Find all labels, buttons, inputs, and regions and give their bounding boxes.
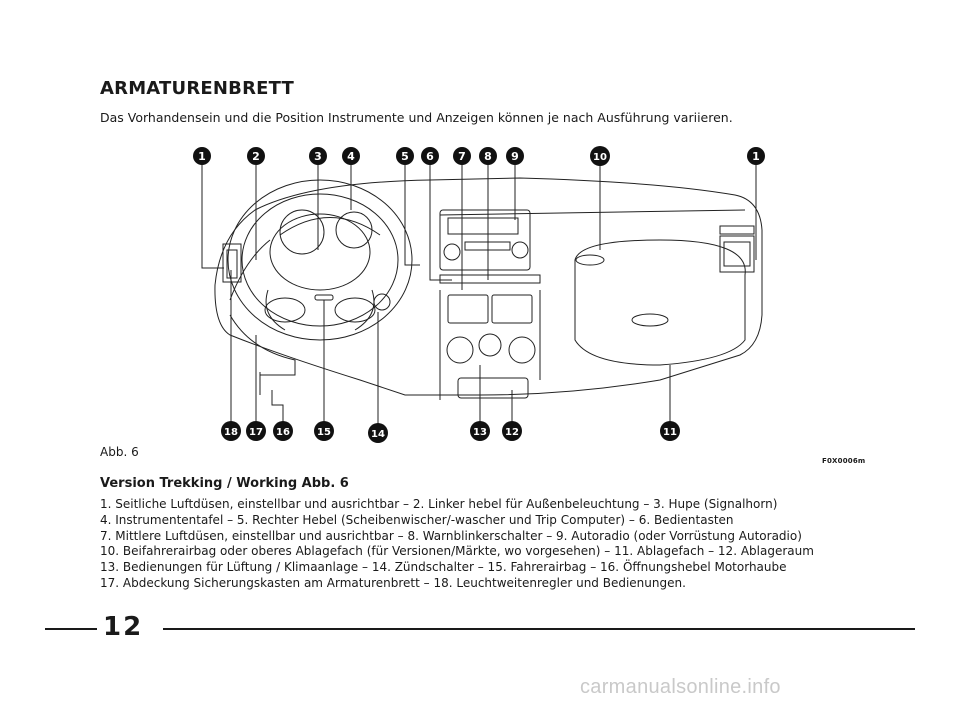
legend-line: 17. Abdeckung Sicherungskasten am Armatu… xyxy=(100,575,686,590)
callout-number: 7 xyxy=(458,150,466,163)
legend-line: 1. Seitliche Luftdüsen, einstellbar und … xyxy=(100,497,778,511)
callout-marker: 18 xyxy=(221,421,241,441)
callout-number: 4 xyxy=(347,150,355,163)
callout-number: 3 xyxy=(314,150,322,163)
callout-number: 5 xyxy=(401,150,409,163)
legend-list: 1. Seitliche Luftdüsen, einstellbar und … xyxy=(100,497,900,592)
callout-marker: 2 xyxy=(247,147,265,165)
callout-number: 1 xyxy=(198,150,206,163)
page-title: ARMATURENBRETT xyxy=(100,78,294,99)
legend-line: 10. Beifahrerairbag oder oberes Ablagefa… xyxy=(100,544,814,559)
callout-number: 8 xyxy=(484,150,492,163)
callout-number: 11 xyxy=(663,427,677,438)
callout-marker: 6 xyxy=(421,147,439,165)
callout-number: 13 xyxy=(473,427,487,438)
legend-line: 13. Bedienungen für Lüftung / Klimaanlag… xyxy=(100,560,787,575)
callout-number: 15 xyxy=(317,427,331,438)
callout-number: 17 xyxy=(249,427,263,438)
page-number: 12 xyxy=(103,612,144,642)
callout-marker: 11 xyxy=(660,421,680,441)
section-subtitle: Version Trekking / Working Abb. 6 xyxy=(100,476,349,491)
figure-caption: Abb. 6 xyxy=(100,445,139,459)
watermark: carmanualsonline.info xyxy=(580,676,781,698)
callout-number: 2 xyxy=(252,150,260,163)
callout-marker: 14 xyxy=(368,423,388,443)
callout-marker: 10 xyxy=(590,146,610,166)
callout-marker: 17 xyxy=(246,421,266,441)
callout-marker: 5 xyxy=(396,147,414,165)
callout-marker: 16 xyxy=(273,421,293,441)
callout-marker: 1 xyxy=(193,147,211,165)
dashboard-figure: 1 2 3 4 5 6 7 8 9 10 1 xyxy=(190,140,790,445)
footer-rule-right xyxy=(163,628,915,630)
dashboard-illustration: 1 2 3 4 5 6 7 8 9 10 1 xyxy=(193,146,765,443)
callout-marker: 7 xyxy=(453,147,471,165)
callout-marker: 9 xyxy=(506,147,524,165)
callout-number: 12 xyxy=(505,427,519,438)
callout-number: 1 xyxy=(752,150,760,163)
legend-line: 4. Instrumententafel – 5. Rechter Hebel … xyxy=(100,512,734,527)
callout-marker: 15 xyxy=(314,421,334,441)
callout-marker: 8 xyxy=(479,147,497,165)
callout-marker: 4 xyxy=(342,147,360,165)
callout-number: 14 xyxy=(371,429,385,440)
callout-number: 16 xyxy=(276,427,290,438)
footer-rule-left xyxy=(45,628,97,630)
legend-line: 7. Mittlere Luftdüsen, einstellbar und a… xyxy=(100,528,802,543)
figure-code: F0X0006m xyxy=(822,457,866,465)
intro-text: Das Vorhandensein und die Position Instr… xyxy=(100,110,733,125)
callout-marker: 1 xyxy=(747,147,765,165)
callout-number: 18 xyxy=(224,427,238,438)
callout-marker: 3 xyxy=(309,147,327,165)
callout-number: 10 xyxy=(593,152,607,163)
callout-marker: 12 xyxy=(502,421,522,441)
callout-marker: 13 xyxy=(470,421,490,441)
callout-number: 9 xyxy=(511,150,519,163)
callout-number: 6 xyxy=(426,150,434,163)
